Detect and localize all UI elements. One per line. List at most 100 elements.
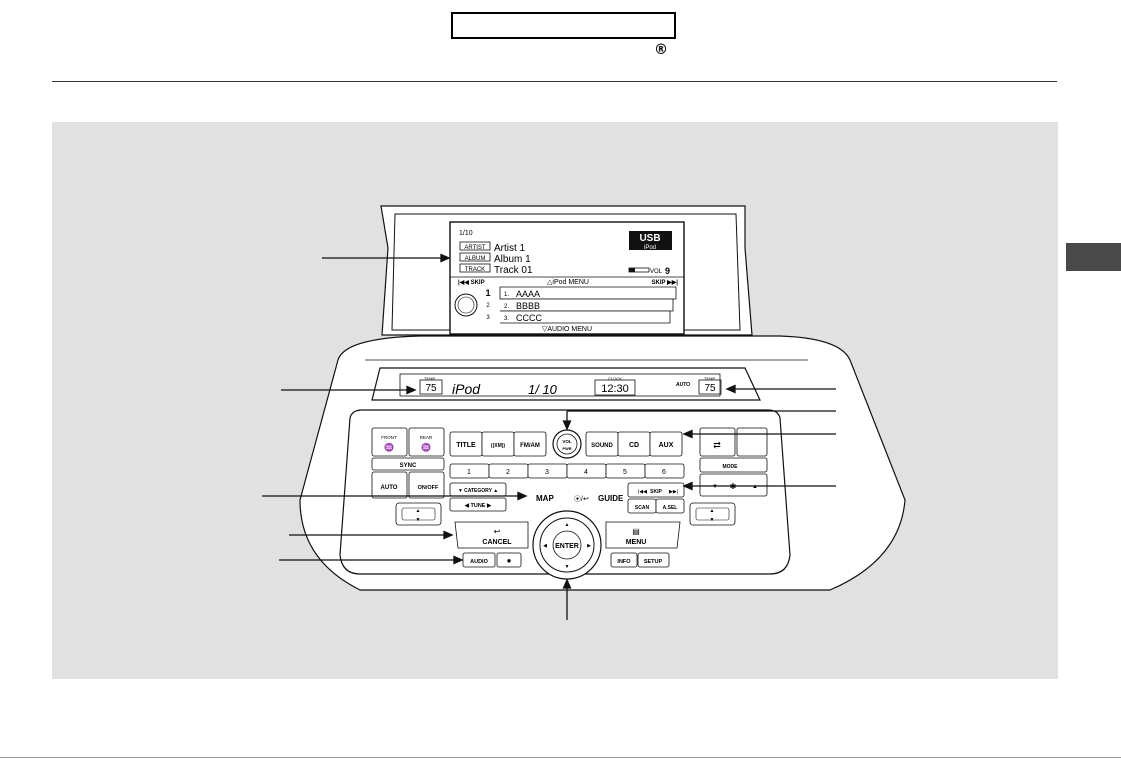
front-defrost-button[interactable] bbox=[371, 427, 408, 457]
recirculation-button[interactable] bbox=[699, 427, 736, 457]
track-name: Track 01 bbox=[494, 265, 533, 276]
enter-button[interactable] bbox=[552, 530, 582, 560]
mode-label: MODE bbox=[723, 464, 739, 470]
setup-label: SETUP bbox=[644, 559, 663, 565]
arrow-head-icon bbox=[406, 385, 417, 395]
guide-label[interactable]: GUIDE bbox=[598, 494, 624, 503]
dial-right-icon: ▶ bbox=[587, 543, 591, 549]
track-count: 1/10 bbox=[459, 230, 473, 237]
info-button[interactable] bbox=[610, 552, 638, 568]
skip-left-label: |◀◀ SKIP bbox=[458, 279, 485, 286]
list-item-name: AAAA bbox=[516, 289, 540, 299]
cancel-button[interactable] bbox=[454, 521, 529, 549]
source-badge bbox=[629, 231, 672, 243]
auto-climate-label: AUTO bbox=[381, 485, 398, 491]
source-sub-label: iPod bbox=[644, 245, 656, 251]
left-temp-rocker-inner bbox=[401, 507, 436, 521]
fresh-air-button[interactable] bbox=[736, 427, 768, 457]
rear-defrost-button[interactable] bbox=[408, 427, 445, 457]
lcd-clock-box bbox=[594, 379, 636, 396]
list-item[interactable] bbox=[499, 286, 677, 300]
category-label: ▼ CATEGORY ▲ bbox=[458, 488, 498, 494]
list-num-2: 2 bbox=[486, 303, 490, 309]
mode-button[interactable] bbox=[699, 457, 768, 473]
audio-menu-label[interactable]: ▽AUDIO MENU bbox=[542, 326, 592, 333]
menu-button[interactable] bbox=[605, 521, 681, 549]
cancel-label: CANCEL bbox=[482, 539, 512, 546]
arrow-head-icon bbox=[440, 253, 451, 263]
volume-bar-fill bbox=[629, 268, 635, 272]
arrow-head-icon bbox=[682, 481, 693, 491]
lcd-source: iPod bbox=[452, 381, 481, 397]
track-tag-box bbox=[459, 263, 491, 273]
artist-tag-box bbox=[459, 241, 491, 251]
tune-label: ◀ TUNE ▶ bbox=[464, 502, 492, 509]
album-tag-box bbox=[459, 252, 491, 262]
sound-label: SOUND bbox=[591, 443, 613, 449]
climate-on-off-label: ON/OFF bbox=[418, 485, 439, 491]
preset-label: 3 bbox=[545, 469, 549, 476]
track-tag: TRACK bbox=[465, 267, 485, 273]
preset-row: 1 2 3 4 5 6 bbox=[449, 463, 685, 479]
sync-button[interactable] bbox=[371, 457, 445, 471]
arrow-head-icon bbox=[682, 429, 693, 439]
skip-bar[interactable] bbox=[627, 482, 685, 498]
display-bezel bbox=[391, 213, 741, 331]
screen-knob-inner bbox=[457, 296, 475, 314]
page-bottom-line bbox=[0, 757, 1121, 758]
preset-label: 2 bbox=[506, 469, 510, 476]
map-label[interactable]: MAP bbox=[536, 494, 554, 503]
preset-label: 5 bbox=[623, 469, 627, 476]
arrow-head-icon bbox=[443, 530, 454, 540]
preset-button[interactable] bbox=[644, 463, 685, 479]
dial-up-icon: ▲ bbox=[565, 522, 570, 528]
climate-on-off-button[interactable] bbox=[408, 471, 445, 499]
right-temp-rocker-inner bbox=[695, 507, 730, 521]
fan-up-icon: ▲ bbox=[752, 484, 758, 490]
scan-label: SCAN bbox=[635, 505, 650, 511]
header-rule bbox=[52, 81, 1057, 82]
fm-am-button[interactable] bbox=[513, 431, 547, 457]
tune-bar[interactable] bbox=[449, 497, 507, 512]
diagram-panel: 1/10 USB iPod ARTIST Artist 1 ALBUM Albu… bbox=[52, 122, 1058, 679]
asel-button[interactable] bbox=[655, 498, 685, 514]
temp-up-icon: ▲ bbox=[710, 508, 715, 514]
temp-down-icon: ▼ bbox=[416, 517, 421, 523]
list-item-name: BBBB bbox=[516, 301, 540, 311]
temp-down-icon: ▼ bbox=[710, 517, 715, 523]
arrow-head-icon bbox=[725, 384, 736, 394]
volume-value: 9 bbox=[665, 266, 670, 276]
arrow-head-icon bbox=[453, 555, 464, 565]
guide-icon: ⦿/↩ bbox=[574, 495, 589, 503]
temp-up-icon: ▲ bbox=[416, 508, 421, 514]
display-button[interactable] bbox=[496, 552, 522, 568]
left-temp-rocker[interactable] bbox=[395, 502, 442, 526]
aux-label: AUX bbox=[659, 442, 674, 449]
chapter-tab[interactable] bbox=[1066, 243, 1121, 271]
fm-am-label: FM/AM bbox=[520, 443, 540, 449]
aux-button[interactable] bbox=[649, 431, 683, 457]
vol-label: VOL bbox=[562, 439, 572, 444]
setup-button[interactable] bbox=[637, 552, 670, 568]
lcd-temp-label-left: TEMP bbox=[424, 376, 435, 381]
front-defrost-label: FRONT bbox=[381, 435, 397, 440]
lcd-clock: 12:30 bbox=[601, 383, 629, 395]
fan-down-icon: ▼ bbox=[712, 484, 718, 490]
lcd-temp-label-right: TEMP bbox=[704, 376, 715, 381]
pwr-label: PWR bbox=[562, 446, 571, 451]
fan-speed-rocker[interactable] bbox=[699, 473, 768, 497]
audio-unit-diagram: 1/10 USB iPod ARTIST Artist 1 ALBUM Albu… bbox=[262, 205, 906, 620]
list-num-3: 3 bbox=[486, 315, 490, 321]
enter-label: ENTER bbox=[555, 543, 579, 550]
lcd-auto: AUTO bbox=[676, 382, 690, 388]
skip-right-label: SKIP ▶▶| bbox=[652, 279, 679, 286]
lcd-clock-label: CLOCK bbox=[608, 376, 622, 381]
ipod-menu-label[interactable]: △iPod MENU bbox=[547, 279, 589, 286]
artist-tag: ARTIST bbox=[464, 245, 486, 251]
list-item-num: 3. bbox=[504, 316, 509, 322]
right-temp-rocker[interactable] bbox=[689, 502, 736, 526]
skip-forward-icon: ▶▶| bbox=[669, 489, 678, 495]
arrow-head-icon bbox=[562, 578, 572, 589]
auto-climate-button[interactable] bbox=[371, 471, 408, 499]
list-item[interactable] bbox=[500, 310, 671, 324]
